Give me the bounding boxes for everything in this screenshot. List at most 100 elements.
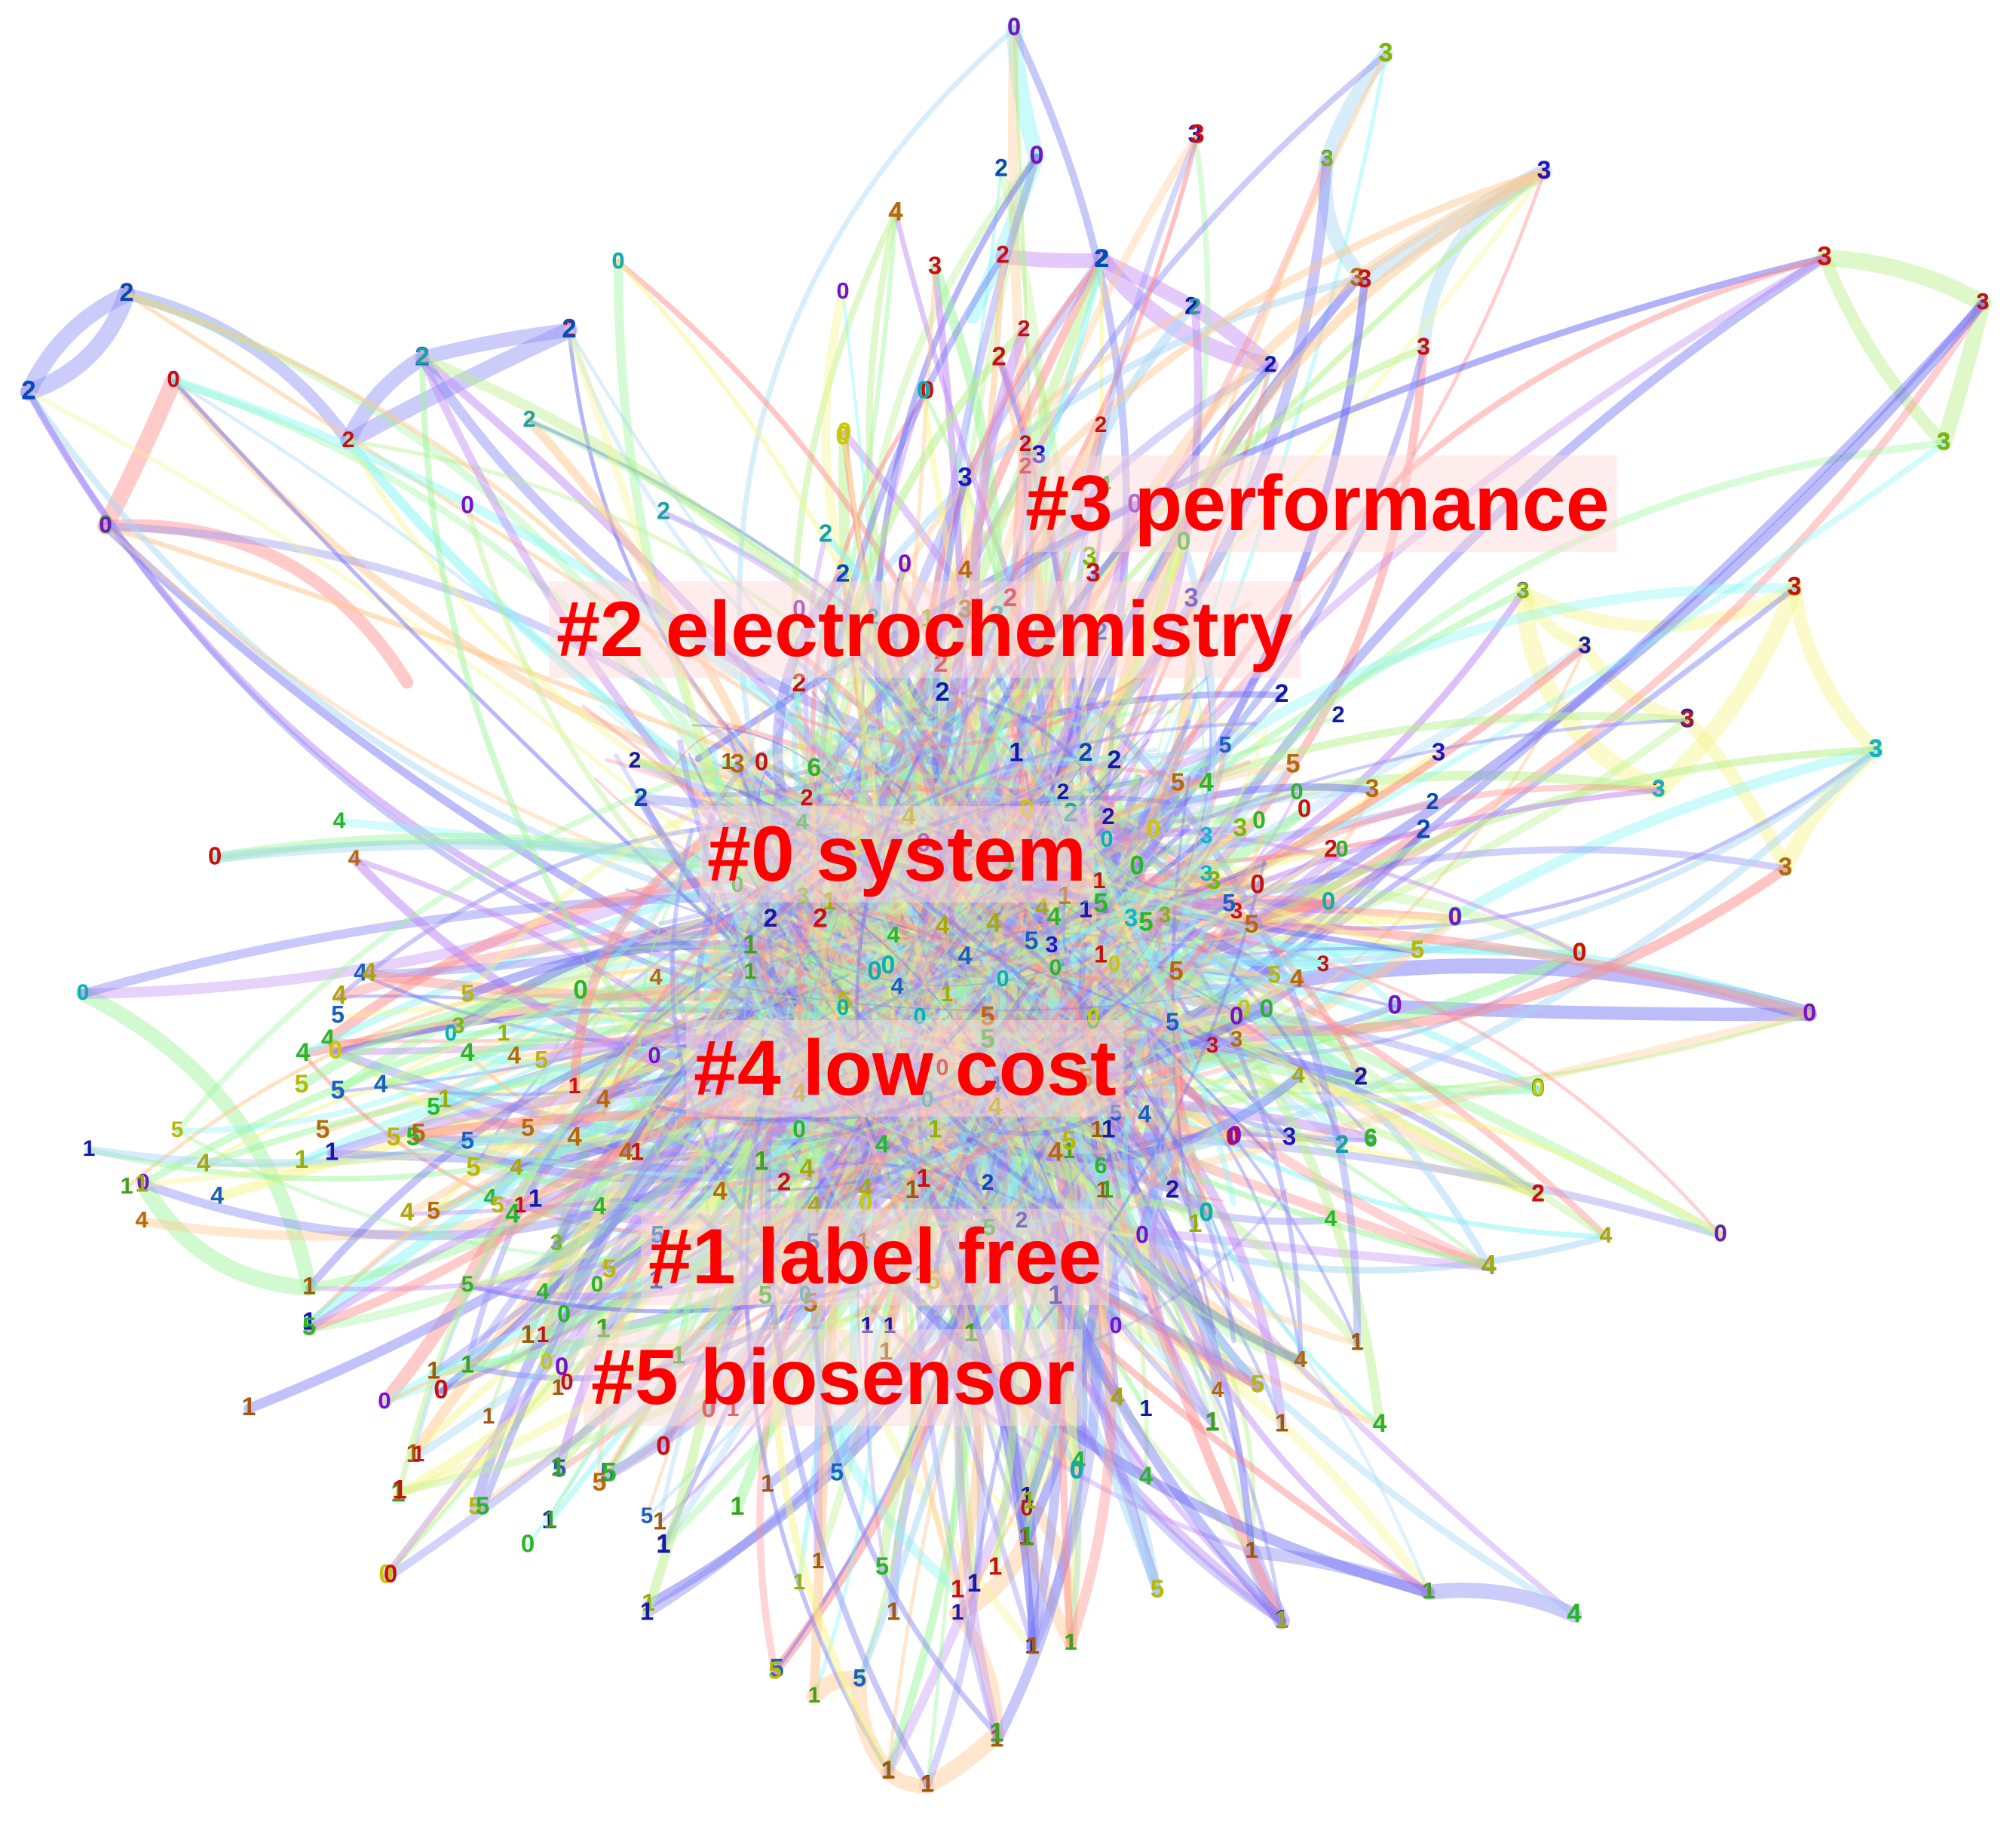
node-282: 1	[302, 1272, 316, 1299]
node-145: 4	[374, 1070, 388, 1098]
edge-499	[25, 388, 867, 941]
node-287: 1	[514, 1193, 527, 1218]
edge-464	[737, 26, 1017, 799]
node-370: 4	[887, 921, 900, 948]
node-19: 2	[522, 406, 535, 432]
edge-30	[75, 985, 317, 1296]
edge-48	[1010, 25, 1130, 896]
node-292: 5	[461, 1272, 474, 1297]
node-382: 2	[1108, 746, 1122, 774]
edge-12	[1788, 581, 1883, 757]
node-240: 3	[1652, 774, 1665, 801]
edge-34	[951, 1607, 1003, 1741]
node-305: 1	[550, 1452, 565, 1482]
node-404: 3	[730, 749, 744, 778]
edge-467	[816, 51, 1389, 1125]
edge-562	[1142, 887, 1304, 1364]
edge-66	[1041, 302, 1197, 829]
node-260: 1	[1350, 1328, 1364, 1355]
edge-336	[563, 986, 1000, 1387]
node-213: 3	[1417, 333, 1430, 360]
edge-471	[1085, 167, 1549, 905]
node-289: 0	[378, 1387, 391, 1414]
node-229: 0	[835, 421, 850, 450]
edge-563	[987, 982, 1305, 1365]
node-421: 2	[819, 519, 832, 547]
edge-577	[1099, 1028, 1432, 1596]
node-428: 2	[1019, 431, 1032, 456]
node-232: 3	[1817, 241, 1831, 271]
edge-675	[809, 1002, 860, 1702]
edge-698	[886, 1074, 915, 1194]
node-227: 2	[415, 342, 429, 369]
node-72: 4	[1139, 1462, 1154, 1490]
edge-234	[884, 973, 1031, 1356]
edge-737	[1065, 1120, 1071, 1145]
edge-590	[968, 715, 1117, 1338]
node-318: 5	[853, 1664, 866, 1691]
edge-710	[779, 1055, 1065, 1189]
node-173: 1	[793, 1570, 806, 1595]
edge-79	[418, 354, 899, 849]
node-346: 4	[1290, 964, 1304, 991]
edge-679	[883, 958, 1155, 1777]
node-124: 4	[135, 1206, 149, 1233]
edge-613	[175, 1129, 948, 1262]
node-430: 2	[1017, 315, 1030, 342]
node-353: 0	[1200, 1198, 1214, 1227]
node-252: 4	[1600, 1223, 1613, 1248]
edge-343	[485, 973, 906, 1204]
node-84: 0	[1109, 1312, 1122, 1338]
node-390: 4	[1199, 768, 1214, 797]
node-243: 0	[1803, 998, 1816, 1025]
node-271: 4	[348, 846, 361, 871]
node-300: 5	[602, 1255, 617, 1283]
node-265: 5	[1151, 1575, 1164, 1602]
node-129: 4	[296, 1038, 311, 1067]
node-244: 0	[1448, 903, 1462, 930]
node-447: 0	[1260, 994, 1274, 1023]
node-350: 0	[1135, 1221, 1149, 1248]
node-399: 4	[649, 964, 663, 990]
edge-529	[954, 863, 1791, 1037]
node-365: 5	[1025, 927, 1039, 955]
edge-340	[525, 976, 878, 1339]
node-283: 5	[171, 1117, 184, 1142]
node-298: 4	[619, 1138, 633, 1166]
node-429: 2	[1095, 412, 1108, 437]
node-231: 0	[1252, 806, 1266, 833]
edge-678	[771, 949, 892, 1776]
cluster-label-5: #5 biosensor	[584, 1329, 1083, 1426]
node-443: 3	[1317, 952, 1330, 976]
node-295: 5	[535, 1046, 548, 1073]
edge-layer	[20, 20, 1992, 1794]
edge-424	[848, 961, 1149, 1400]
edge-601	[464, 749, 942, 998]
edge-687	[920, 973, 1116, 1649]
node-368: 1	[941, 982, 954, 1007]
edge-686	[877, 1095, 1036, 1650]
edge-509	[567, 328, 968, 854]
edge-699	[863, 985, 1067, 1331]
node-392: 5	[1222, 889, 1236, 916]
node-322: 1	[1026, 1632, 1040, 1659]
node-400: 2	[634, 783, 648, 812]
node-363: 4	[890, 973, 904, 999]
node-218: 2	[996, 241, 1010, 268]
node-225: 0	[167, 367, 180, 392]
edge-688	[1057, 1031, 1074, 1647]
node-217: 3	[928, 252, 942, 280]
edge-318	[299, 958, 876, 1164]
cluster-label-4: #4 low cost	[686, 1020, 1124, 1117]
node-59: 4	[1325, 1206, 1337, 1231]
node-219: 2	[1095, 244, 1110, 273]
node-286: 4	[400, 1198, 415, 1226]
edge-45	[1420, 1583, 1583, 1623]
edge-729	[973, 1013, 1242, 1127]
cluster-label-0: #0 system	[700, 806, 1095, 903]
edge-304	[212, 1000, 868, 1203]
edge-640	[577, 986, 804, 1048]
node-42: 2	[1416, 814, 1430, 844]
node-275: 5	[461, 979, 474, 1007]
node-254: 4	[1482, 1251, 1497, 1279]
